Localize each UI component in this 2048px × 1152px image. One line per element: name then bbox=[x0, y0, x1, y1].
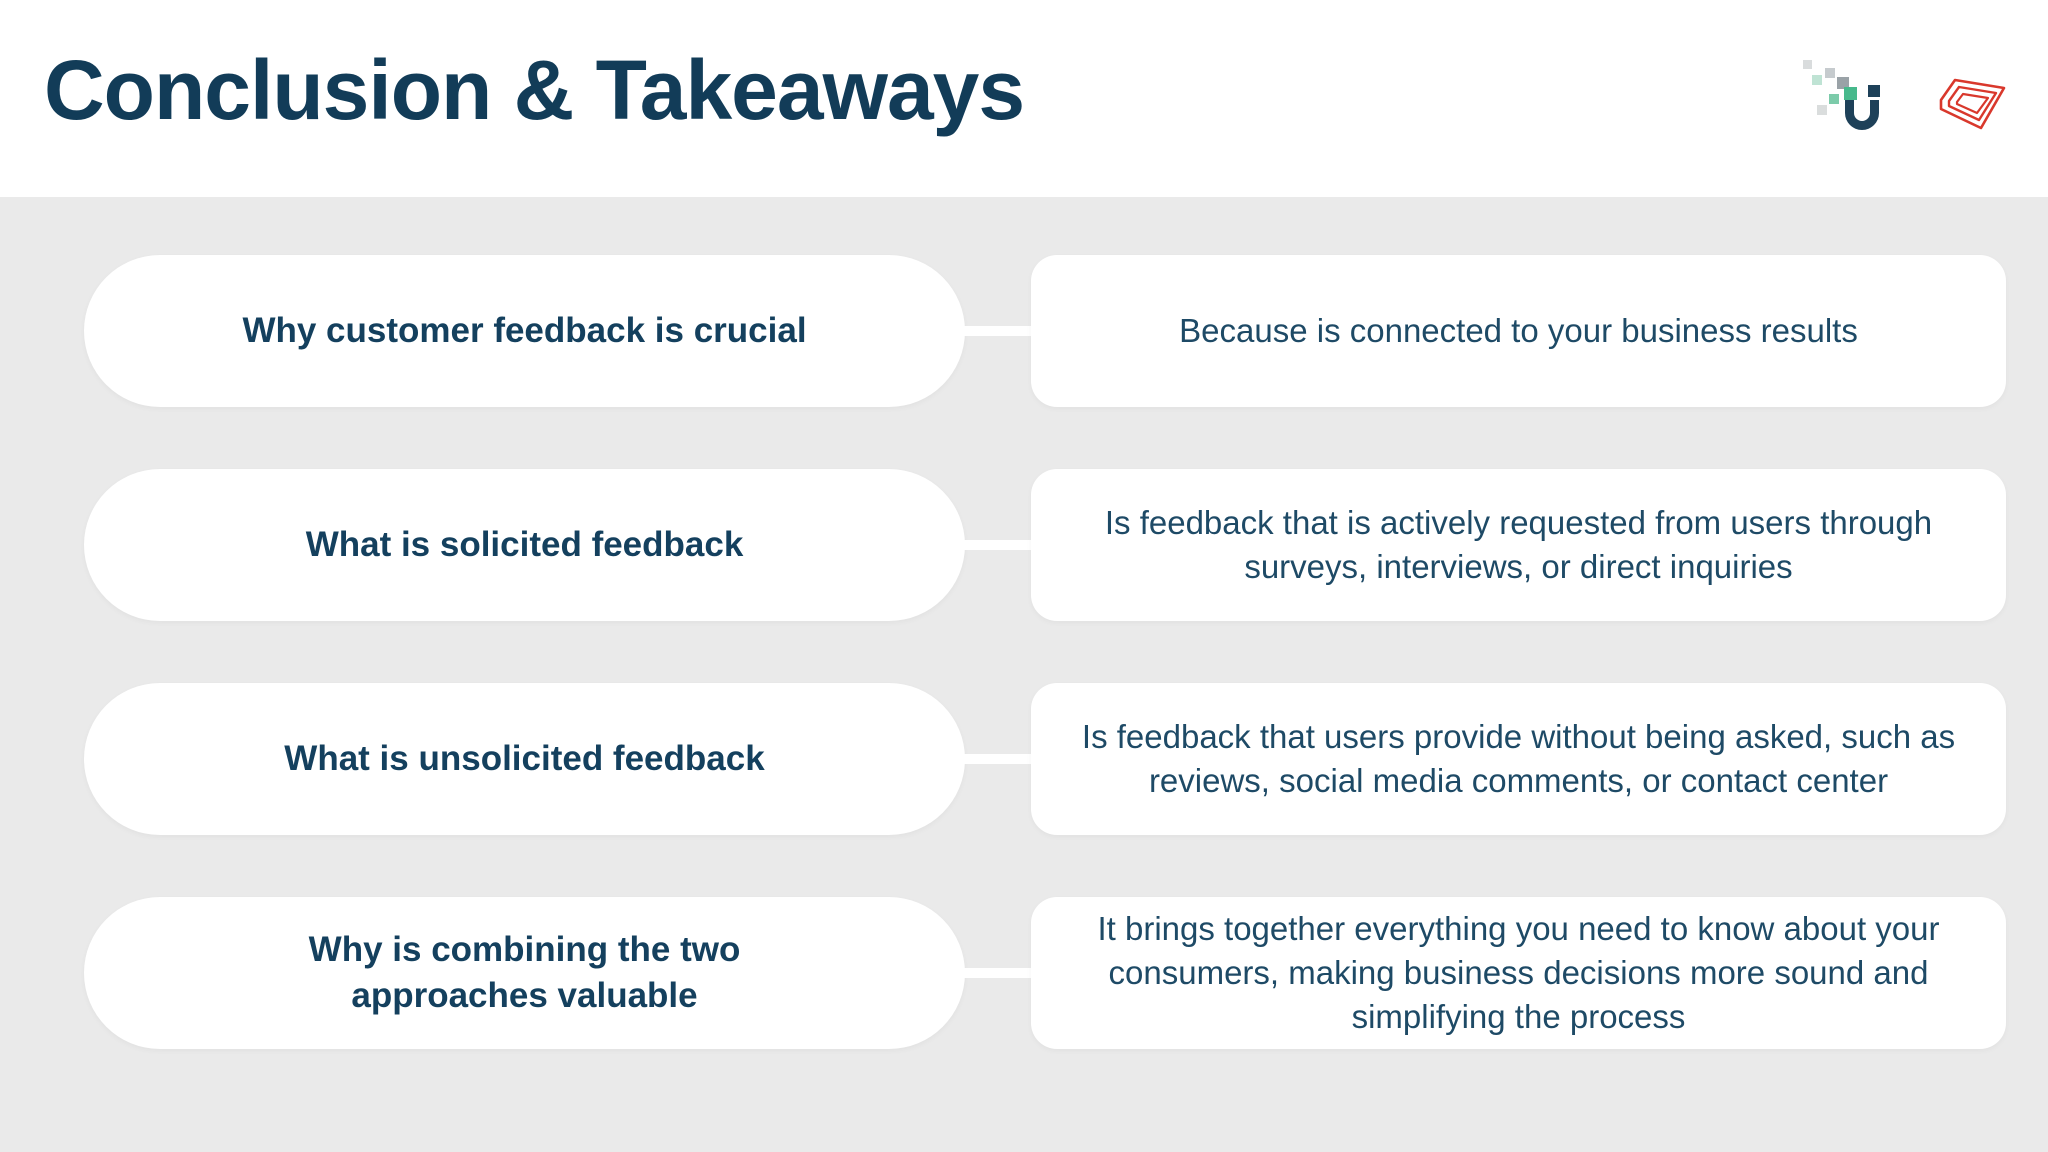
question-pill: What is solicited feedback bbox=[84, 469, 965, 621]
pixel-u-logo-icon bbox=[1795, 52, 1895, 137]
question-text: Why is combining the two approaches valu… bbox=[308, 930, 741, 1015]
pixel-square bbox=[1844, 87, 1857, 100]
answer-text: Because is connected to your business re… bbox=[1179, 312, 1858, 349]
answer-card: It brings together everything you need t… bbox=[1031, 897, 2006, 1049]
question-text: Why customer feedback is crucial bbox=[242, 311, 807, 350]
question-pill: Why is combining the two approaches valu… bbox=[84, 897, 965, 1049]
answer-card: Is feedback that users provide without b… bbox=[1031, 683, 2006, 835]
answer-text: Is feedback that is actively requested f… bbox=[1104, 504, 1933, 585]
connector-line bbox=[948, 326, 1048, 336]
pixel-square bbox=[1803, 60, 1812, 69]
slide-header: Conclusion & Takeaways bbox=[0, 0, 2048, 197]
takeaway-row: What is solicited feedback Is feedback t… bbox=[0, 469, 2048, 621]
takeaways-list: Why customer feedback is crucial Because… bbox=[0, 197, 2048, 1049]
u-glyph bbox=[1845, 100, 1879, 130]
takeaway-row: Why customer feedback is crucial Because… bbox=[0, 255, 2048, 407]
pixel-square bbox=[1868, 85, 1880, 97]
question-text: What is solicited feedback bbox=[305, 525, 744, 564]
heart-outline-logo-icon bbox=[1936, 76, 2010, 132]
answer-text: It brings together everything you need t… bbox=[1097, 910, 1940, 1035]
slide-title: Conclusion & Takeaways bbox=[44, 43, 1025, 137]
answer-card: Because is connected to your business re… bbox=[1031, 255, 2006, 407]
pixel-square bbox=[1837, 77, 1849, 89]
answer-text: Is feedback that users provide without b… bbox=[1081, 718, 1956, 799]
connector-line bbox=[948, 968, 1048, 978]
takeaway-row: Why is combining the two approaches valu… bbox=[0, 897, 2048, 1049]
question-pill: Why customer feedback is crucial bbox=[84, 255, 965, 407]
connector-line bbox=[948, 754, 1048, 764]
connector-line bbox=[948, 540, 1048, 550]
question-text: What is unsolicited feedback bbox=[284, 739, 765, 778]
pixel-square bbox=[1817, 105, 1827, 115]
question-pill: What is unsolicited feedback bbox=[84, 683, 965, 835]
takeaway-row: What is unsolicited feedback Is feedback… bbox=[0, 683, 2048, 835]
pixel-square bbox=[1825, 68, 1835, 78]
pixel-square bbox=[1812, 75, 1822, 85]
answer-card: Is feedback that is actively requested f… bbox=[1031, 469, 2006, 621]
pixel-square bbox=[1829, 94, 1839, 104]
